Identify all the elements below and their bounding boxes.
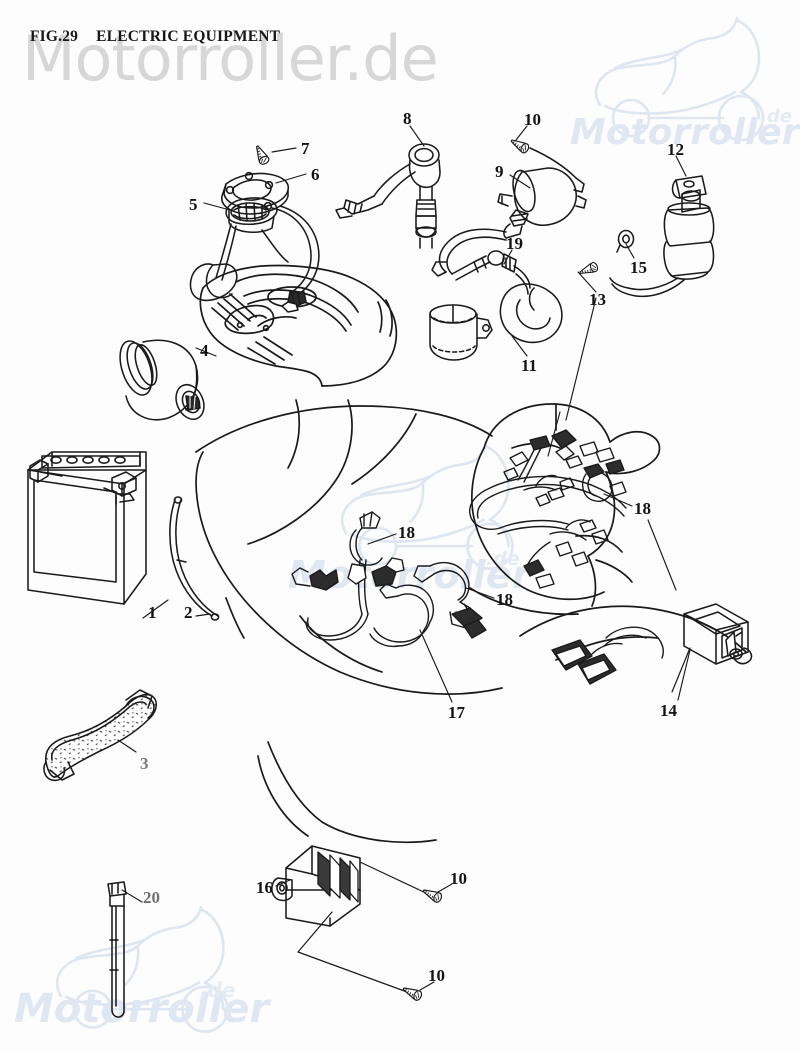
callout-2: 2 — [184, 603, 193, 622]
figure-title-block: FIG.29 ELECTRIC EQUIPMENT — [30, 28, 280, 46]
callout-1: 1 — [148, 603, 157, 622]
callout-17: 17 — [448, 703, 465, 722]
figure-title: ELECTRIC EQUIPMENT — [96, 28, 281, 45]
callout-3: 3 — [140, 754, 149, 773]
callout-16: 16 — [256, 878, 273, 897]
callout-19: 19 — [506, 234, 523, 253]
callout-9: 9 — [495, 162, 504, 181]
callout-10: 10 — [524, 110, 541, 129]
part-regulator — [271, 845, 444, 1003]
callout-18-center: 18 — [496, 590, 513, 609]
part-spark-plug-cap — [335, 143, 441, 249]
callout-14: 14 — [660, 701, 677, 720]
part-battery — [27, 451, 147, 605]
callout-13: 13 — [589, 290, 606, 309]
part-coil-cylinder — [119, 339, 205, 421]
part-harness-right — [469, 429, 664, 685]
callout-18-left: 18 — [398, 523, 415, 542]
callout-15: 15 — [630, 258, 647, 277]
callout-20: 20 — [143, 888, 160, 907]
callout-11: 11 — [521, 356, 538, 375]
callout-10-regulator-upper: 10 — [450, 869, 467, 888]
callout-4: 4 — [200, 341, 209, 360]
part-ignition-switch — [189, 143, 320, 313]
part-relay-bracket — [671, 603, 753, 693]
part-horn-assembly — [577, 175, 715, 298]
callout-5: 5 — [189, 195, 198, 214]
part-plug-lead — [431, 228, 563, 344]
callout-10-regulator-lower: 10 — [428, 966, 445, 985]
part-vent-hose — [169, 496, 220, 621]
part-clamp-sleeve — [429, 304, 493, 361]
callout-8: 8 — [403, 109, 412, 128]
part-starter-motor — [497, 135, 587, 239]
callout-6: 6 — [311, 165, 320, 184]
figure-number: FIG.29 — [30, 28, 79, 45]
callout-12: 12 — [667, 140, 684, 159]
callout-18-right: 18 — [634, 499, 651, 518]
part-cushion-pad — [43, 689, 158, 782]
callout-7: 7 — [301, 139, 310, 158]
